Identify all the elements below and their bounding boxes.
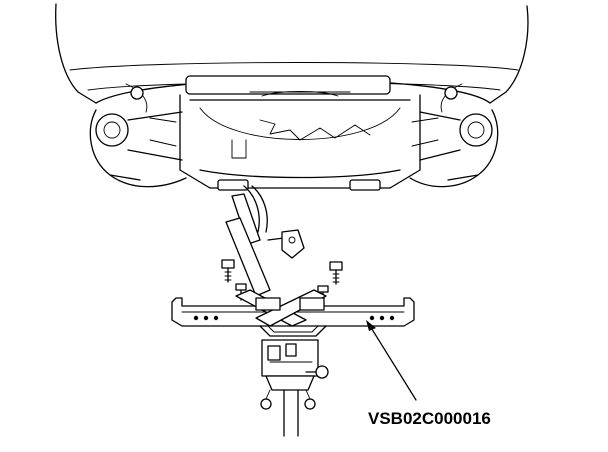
rear-subframe: [179, 75, 421, 191]
bolt: [329, 261, 343, 285]
jack-fixture: [171, 289, 415, 337]
left-suspension-assembly: [89, 83, 187, 188]
mounting-bracket: [225, 185, 305, 297]
right-suspension-assembly: [409, 83, 499, 188]
bolt: [221, 259, 235, 283]
callout-leader: [366, 320, 417, 401]
bolt-set: [221, 259, 343, 303]
figure-reference-code: VSB02C000016: [368, 409, 491, 428]
jack-head: [260, 339, 329, 437]
